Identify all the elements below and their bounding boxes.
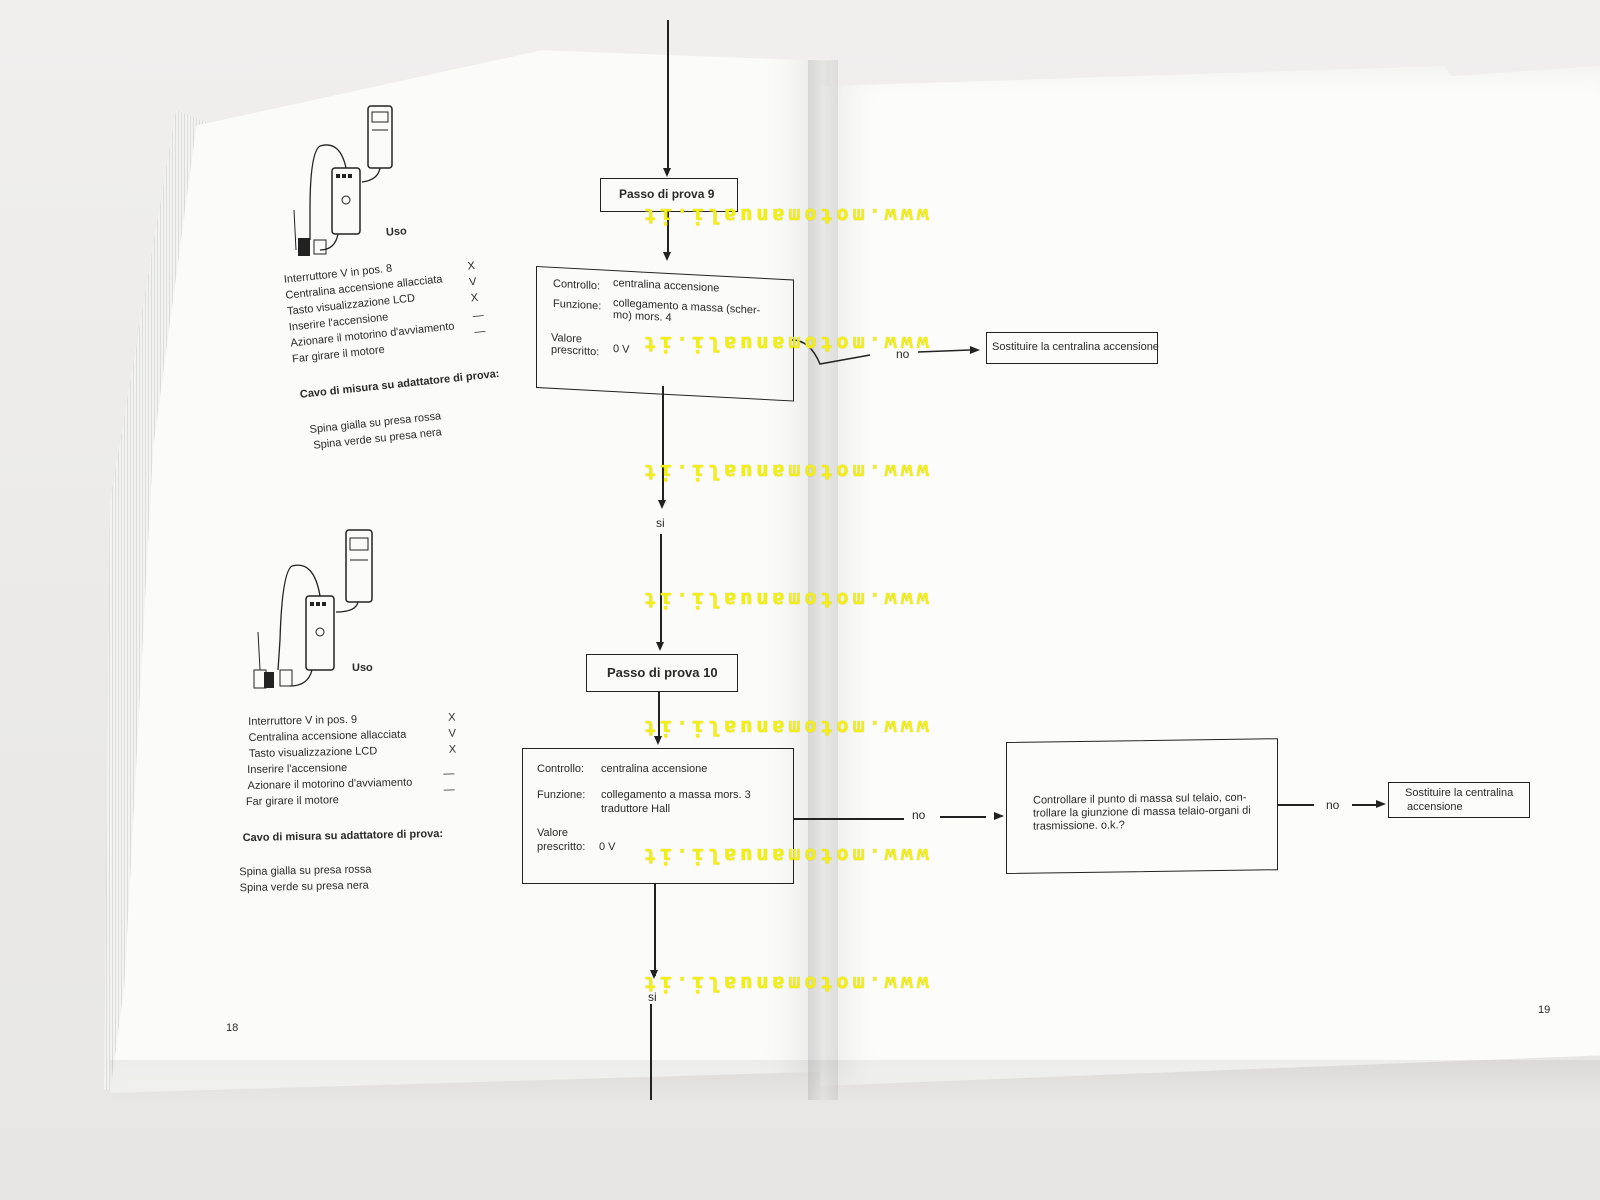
flow-line: [650, 1004, 652, 1100]
step10-check-box: Controllo: centralina accensione Funzion…: [522, 748, 794, 884]
step9-no-action: Sostituire la centralina accensione: [992, 341, 1159, 353]
step10-title-box: Passo di prova 10: [586, 654, 738, 692]
controllo-value: centralina accensione: [601, 763, 708, 775]
condition-item: Far girare il motore: [245, 794, 339, 809]
step10-title: Passo di prova 10: [607, 665, 718, 680]
final-action-box: Sostituire la centralina accensione: [1388, 782, 1530, 818]
flow-line: [667, 20, 669, 170]
page-number-left: 18: [226, 1022, 239, 1034]
funzione-label: Funzione:: [537, 789, 586, 801]
condition-mark: X: [466, 259, 476, 273]
arrow-down-icon: [658, 500, 666, 509]
controllo-label: Controllo:: [553, 277, 601, 293]
flow-line: [794, 818, 904, 820]
condition-mark: X: [448, 743, 457, 756]
condition-mark: X: [470, 291, 479, 305]
arrow-down-icon: [654, 736, 662, 745]
flow-line: [658, 692, 660, 740]
page-shadow: [110, 1060, 1600, 1100]
arrow-down-icon: [656, 642, 664, 651]
step9-title-box: Passo di prova 9: [600, 178, 738, 212]
flow-line: [667, 212, 669, 256]
page-number-right: 19: [1538, 1004, 1551, 1016]
flow-line: [1352, 804, 1376, 806]
condition-item: Inserire l'accensione: [247, 761, 348, 777]
ground-check-no-label: no: [1326, 798, 1340, 812]
flow-line: [660, 534, 662, 646]
condition-mark: —: [443, 767, 455, 780]
condition-mark: —: [472, 309, 485, 323]
flow-line: [940, 816, 986, 818]
arrow-down-icon: [663, 168, 671, 177]
arrow-right-icon: [994, 812, 1004, 820]
condition-mark: V: [448, 727, 456, 740]
arrow-down-icon: [663, 252, 671, 261]
condition-mark: X: [448, 711, 456, 724]
step10-no-label: no: [912, 808, 926, 822]
watermark: www.motomanuali.it: [640, 716, 929, 740]
usage-label: Uso: [385, 225, 408, 239]
book-gutter: [808, 60, 838, 1100]
watermark: www.motomanuali.it: [640, 204, 929, 228]
step10-si-label: si: [648, 990, 657, 1004]
controllo-label: Controllo:: [537, 763, 585, 775]
valore-label: prescritto:: [551, 343, 600, 359]
step9-no-label: no: [896, 347, 910, 361]
funzione-value: collegamento a massa mors. 3: [601, 789, 751, 801]
tester-device-icon: [293, 105, 393, 256]
ground-check-text: trasmissione. o.k.?: [1033, 819, 1125, 833]
step9-title: Passo di prova 9: [619, 187, 715, 201]
left-page: [110, 50, 830, 1093]
flow-line: [654, 884, 656, 976]
valore-label: prescritto:: [537, 841, 586, 853]
valore-value: 0 V: [613, 343, 630, 356]
condition-mark: —: [473, 325, 486, 339]
ground-check-text: trollare la giunzione di massa telaio-or…: [1033, 804, 1251, 820]
flow-line: [662, 386, 664, 504]
condition-item: Interruttore V in pos. 9: [248, 713, 358, 728]
arrow-right-icon: [1376, 800, 1386, 808]
step9-no-action-box: Sostituire la centralina accensione: [986, 332, 1159, 364]
funzione-value: mo) mors. 4: [613, 309, 672, 325]
step9-no-connector: [791, 339, 980, 365]
watermark: www.motomanuali.it: [640, 844, 929, 868]
watermark: www.motomanuali.it: [640, 972, 929, 996]
final-action-text: accensione: [1407, 801, 1463, 813]
tester-device-icon: [253, 529, 373, 689]
ground-check-box: Controllare il punto di massa sul telaio…: [1006, 738, 1278, 874]
watermark: www.motomanuali.it: [640, 332, 929, 356]
flow-line: [1278, 804, 1314, 806]
final-action-text: Sostituire la centralina: [1405, 787, 1514, 799]
arrow-down-icon: [650, 970, 658, 979]
condition-mark: V: [468, 275, 478, 289]
condition-mark: —: [443, 783, 455, 796]
right-page: [820, 66, 1600, 1086]
valore-value: 0 V: [599, 841, 616, 853]
usage-label: Uso: [352, 662, 373, 674]
valore-label: Valore: [537, 827, 568, 839]
funzione-value: traduttore Hall: [601, 803, 671, 815]
step9-si-label: si: [656, 516, 665, 530]
controllo-value: centralina accensione: [613, 277, 720, 295]
watermark: www.motomanuali.it: [640, 460, 929, 484]
watermark: www.motomanuali.it: [640, 588, 929, 612]
funzione-label: Funzione:: [553, 297, 602, 313]
